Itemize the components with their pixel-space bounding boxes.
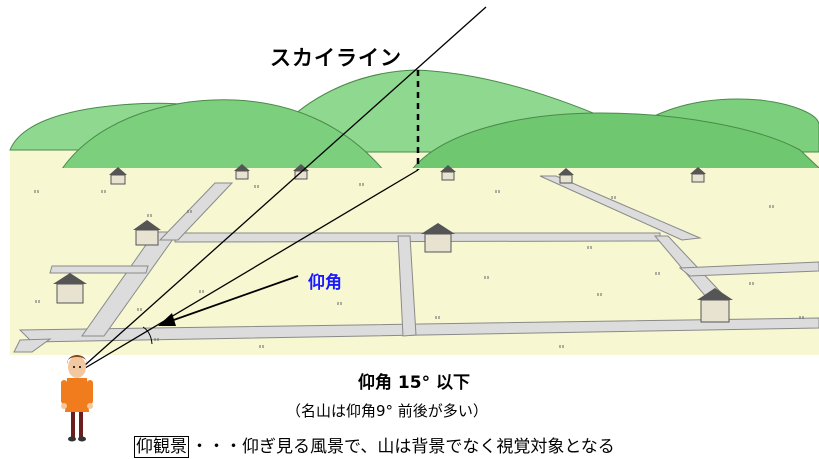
ground-edge: [10, 168, 819, 174]
sight-line-upper: [74, 6, 487, 375]
house-icon: [697, 288, 733, 323]
sight-line-lower: [74, 169, 419, 375]
caption-term: 仰観景: [134, 436, 189, 458]
house-icon: [234, 164, 250, 180]
arrowhead: [158, 313, 176, 326]
road-network: [13, 175, 819, 353]
skyline-label: スカイライン: [270, 46, 402, 70]
house-icon: [421, 223, 455, 253]
angle-rule-label: 仰角 15° 以下: [358, 373, 470, 393]
hill-right-front: [408, 112, 819, 173]
house-icon: [109, 167, 127, 185]
hill-left-front: [59, 99, 387, 173]
caption: 仰観景・・・仰ぎ見る風景で、山は背景でなく視覚対象となる: [134, 432, 615, 458]
grass-tuft-icon: [34, 183, 804, 348]
house-icon: [133, 220, 161, 246]
caption-text: ・・・仰ぎ見る風景で、山は背景でなく視覚対象となる: [191, 437, 615, 457]
angle-note-label: （名山は仰角9° 前後が多い）: [286, 402, 488, 420]
house-icon: [558, 168, 574, 184]
house-icon: [690, 167, 706, 183]
house-icon: [440, 165, 456, 181]
house-icon: [53, 273, 87, 304]
angle-pointer-arrow: [167, 275, 299, 323]
elevation-angle-label: 仰角: [308, 273, 342, 293]
person-icon: [61, 355, 93, 442]
angle-arc: [142, 326, 153, 345]
